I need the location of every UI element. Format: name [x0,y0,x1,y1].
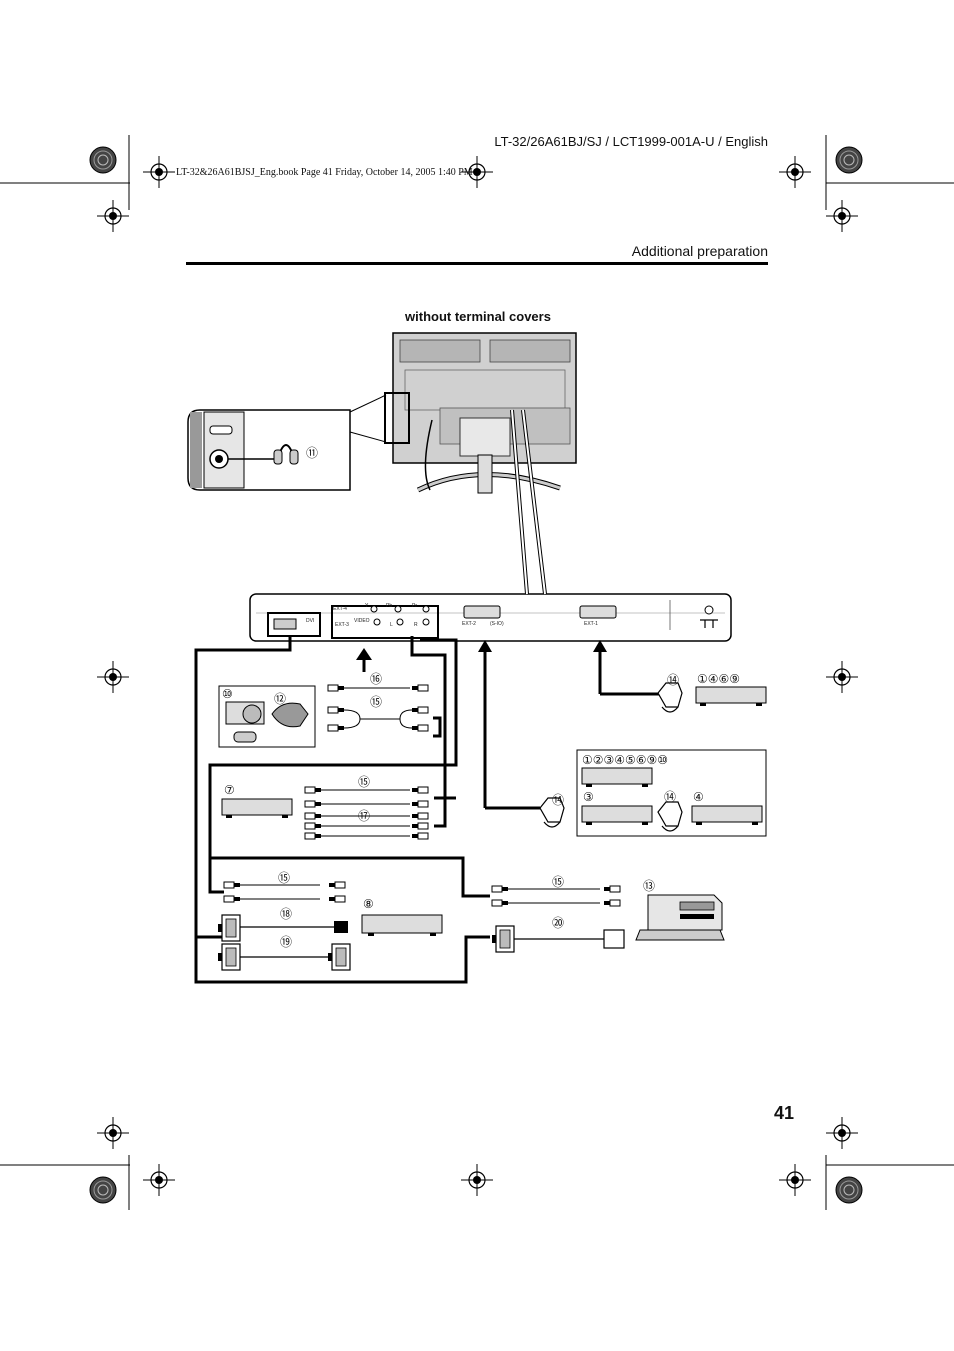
callout-pc-rgb-cable: ⑳ [552,916,564,930]
registration-mark [825,199,859,233]
registration-mark [778,1163,812,1197]
device-7 [221,798,293,819]
label-dvi: DVI [306,618,314,624]
callout-scart-top-devices: ①④⑥⑨ [697,672,740,686]
registration-mark [460,1163,494,1197]
av-cable-15c [223,881,346,903]
connection-lines [194,636,490,984]
figure-caption: without terminal covers [405,309,551,324]
label-r: R [414,622,418,628]
registration-mark [142,1163,176,1197]
scart-plug-top [657,682,683,713]
label-ext2-note: (S-IO) [490,621,504,627]
av-cable-15b [304,786,429,808]
ext1-device [695,686,767,707]
label-y: Y [365,603,369,609]
callout-hdd-recorder: ⑩ [222,687,233,701]
callout-device-8: ⑧ [363,897,374,911]
callout-ext2-device-3: ③ [583,790,594,804]
arrow [356,648,372,672]
label-pr: Pr [412,603,417,609]
book-page-stamp: LT-32&26A61BJSJ_Eng.book Page 41 Friday,… [176,167,473,178]
section-title: Additional preparation [631,243,768,259]
device-8 [361,914,443,936]
label-ext1: EXT-1 [584,621,598,627]
callout-device-7: ⑦ [224,783,235,797]
av-cable-17 [304,812,429,840]
callout-av-cable-4: ⑰ [358,809,370,823]
label-ext2: EXT-2 [462,621,476,627]
pc-rgb-cable [491,925,625,953]
callout-pc-av-cable: ⑮ [552,875,564,889]
callout-ext2-device-4: ④ [693,790,704,804]
av-cable-16 [327,684,429,692]
crop-marks [0,135,954,1210]
callout-av-cable-1: ⑯ [370,672,382,686]
arrow [593,640,660,696]
callout-av-cable-3: ⑮ [358,775,370,789]
label-ext3: EXT-3 [335,622,349,628]
dvi-cable-18 [217,914,348,942]
callout-camcorder: ⑫ [274,692,286,706]
registration-mark [825,1116,859,1150]
registration-mark [96,199,130,233]
registration-mark [835,146,863,174]
av-cable-15 [327,706,429,732]
registration-mark [89,146,117,174]
registration-mark [835,1176,863,1204]
callout-headphones: ⑪ [306,446,318,460]
callout-ext2-scart: ⑭ [552,793,564,807]
dvi-cable-19 [217,943,351,971]
ext2-device-group [576,749,767,837]
camera-group [218,685,316,748]
label-l: L [390,622,393,628]
document-reference: LT-32/26A61BJ/SJ / LCT1999-001A-U / Engl… [494,134,768,149]
label-pb: Pb [386,603,392,609]
label-video: VIDEO [354,618,370,624]
section-rule [186,262,768,265]
registration-mark [460,155,494,189]
rear-terminal-panel [249,593,732,642]
page-number: 41 [773,1103,794,1123]
callout-dvi-cable: ⑱ [280,907,292,921]
side-panel-detail [187,409,351,491]
callout-scart-top: ⑭ [667,673,679,687]
pc-computer [635,894,725,941]
callout-ext2-devices-top: ①②③④⑤⑥⑨⑩ [582,753,668,767]
registration-mark [142,155,176,189]
callout-av-cable-5: ⑮ [278,871,290,885]
callout-ext2-scart-2: ⑭ [664,790,676,804]
registration-mark [96,660,130,694]
pc-av-cable [491,885,621,907]
registration-mark [778,155,812,189]
label-ext4: EXT-4 [333,606,347,612]
callout-av-cable-2: ⑮ [370,695,382,709]
arrow [478,640,540,810]
callout-pc: ⑬ [643,879,655,893]
registration-mark [89,1176,117,1204]
callout-dvi-cable-2: ⑲ [280,935,292,949]
registration-mark [825,660,859,694]
registration-mark [96,1116,130,1150]
tv-rear-view [384,332,577,494]
